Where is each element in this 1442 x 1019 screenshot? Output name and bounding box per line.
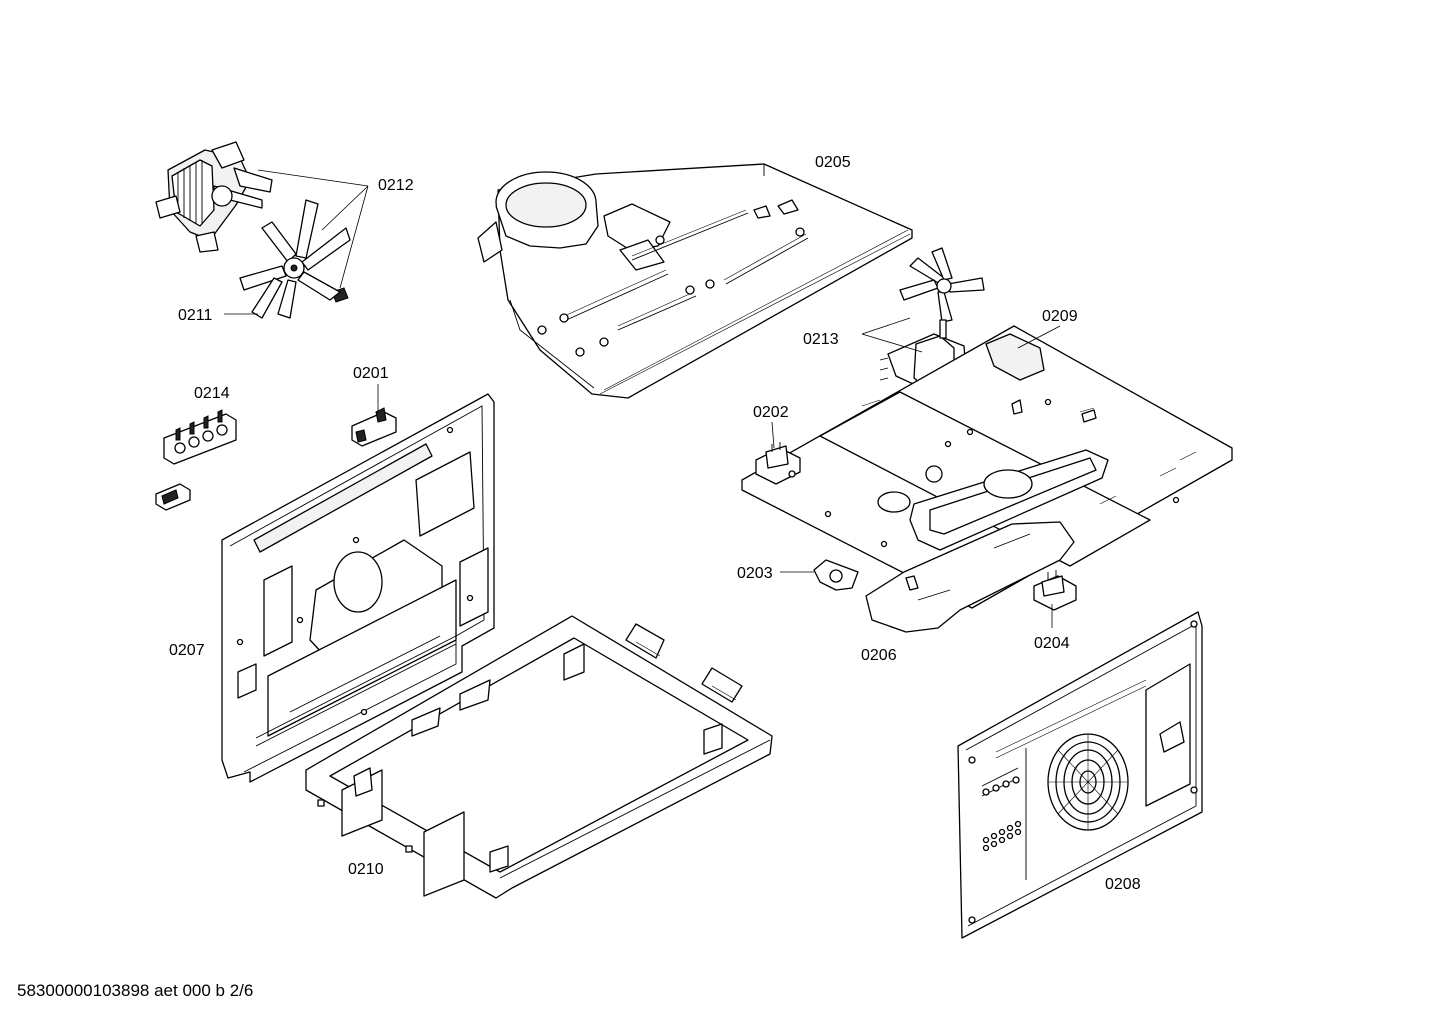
- callout-0201: 0201: [353, 365, 389, 382]
- part-0204-thermostat: [1033, 570, 1077, 611]
- part-0211-fan-blade: [239, 199, 351, 319]
- part-0214-clip: [155, 483, 191, 511]
- part-0205-air-duct: [477, 163, 913, 399]
- callout-0212: 0212: [378, 177, 414, 194]
- callout-0214: 0214: [194, 385, 230, 402]
- callout-0209: 0209: [1042, 308, 1078, 325]
- callout-0213: 0213: [803, 331, 839, 348]
- part-0202-thermostat: [755, 442, 801, 485]
- callout-0210: 0210: [348, 861, 384, 878]
- part-0214-terminal-block: [163, 409, 237, 465]
- part-0208-front-panel: [957, 611, 1203, 939]
- callout-0206: 0206: [861, 647, 897, 664]
- part-0209-base-plate: [741, 325, 1233, 609]
- callout-0205: 0205: [815, 154, 851, 171]
- part-0212-fan-motor: [155, 141, 273, 253]
- part-0206-air-guide: [865, 521, 1075, 633]
- callout-0202: 0202: [753, 404, 789, 421]
- callout-labels: 0205 0212 0211 0209 0213 0201 0214 0202 …: [169, 154, 1141, 893]
- callout-0211: 0211: [178, 307, 213, 324]
- drawing-reference: 58300000103898 aet 000 b 2/6: [17, 981, 254, 1000]
- part-0203-bracket: [813, 559, 859, 591]
- part-0207-rear-panel: [221, 393, 495, 783]
- part-0210-bottom-frame: [305, 615, 773, 899]
- callout-0203: 0203: [737, 565, 773, 582]
- callout-0207: 0207: [169, 642, 205, 659]
- callout-0208: 0208: [1105, 876, 1141, 893]
- part-0201-switch: [351, 407, 397, 447]
- callout-0204: 0204: [1034, 635, 1070, 652]
- leader-lines: [224, 169, 1061, 628]
